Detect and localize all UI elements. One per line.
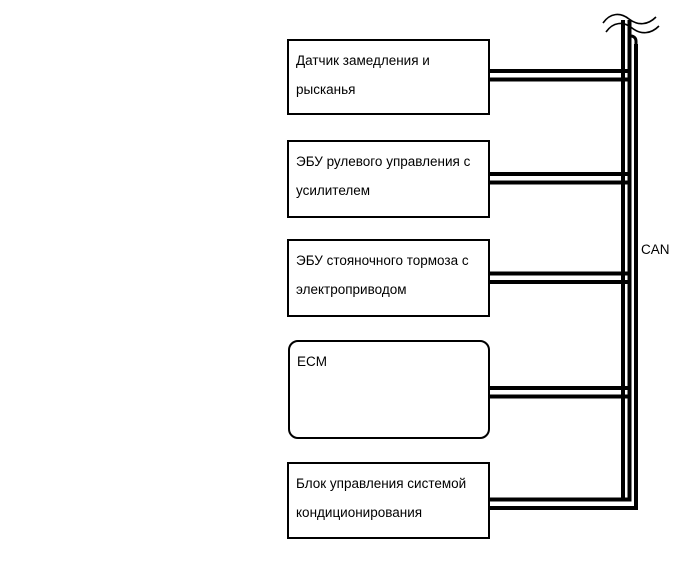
can-bus-label: CAN xyxy=(641,242,670,257)
node-label: рысканья xyxy=(296,82,356,97)
wavy-break-icon xyxy=(602,13,660,34)
node-label: Датчик замедления и xyxy=(296,53,430,68)
connector-stub-parking-brake xyxy=(488,271,632,284)
node-ac-control-unit: Блок управления системой кондиционирован… xyxy=(287,462,490,539)
node-label: электроприводом xyxy=(296,282,407,297)
connector-stub-ecm xyxy=(488,385,632,399)
bus-branch-elbow xyxy=(629,34,638,45)
node-ecm: ECM xyxy=(288,340,490,439)
can-bus-line xyxy=(621,20,638,506)
wire-group xyxy=(488,13,660,510)
connector-stub-yaw-sensor xyxy=(488,68,632,82)
node-label: усилителем xyxy=(296,183,371,198)
connector-stub-power-steering xyxy=(488,171,632,185)
node-label: ECM xyxy=(297,354,327,369)
node-label: Блок управления системой xyxy=(296,476,467,491)
node-label: кондиционирования xyxy=(296,505,423,520)
node-label: ЭБУ стояночного тормоза с xyxy=(296,253,469,268)
node-label: ЭБУ рулевого управления с xyxy=(296,154,471,169)
node-parking-brake-ecu: ЭБУ стояночного тормоза с электроприводо… xyxy=(287,239,490,317)
connector-stub-ac-control xyxy=(488,497,638,510)
node-yaw-sensor: Датчик замедления и рысканья xyxy=(287,39,490,115)
node-power-steering-ecu: ЭБУ рулевого управления с усилителем xyxy=(287,140,490,218)
